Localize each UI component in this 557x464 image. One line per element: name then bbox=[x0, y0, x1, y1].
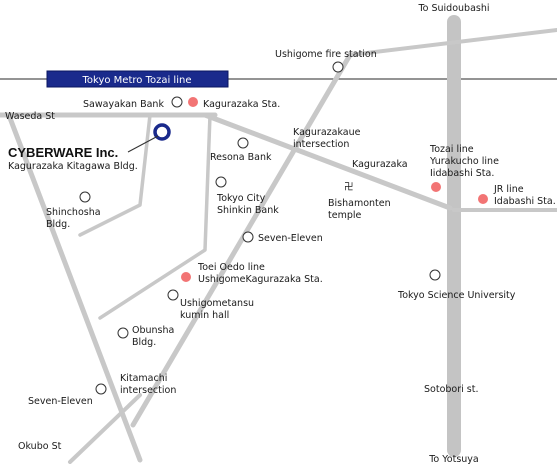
shinchosha-label-2: Bldg. bbox=[46, 219, 70, 230]
resona-dot[interactable] bbox=[237, 137, 249, 149]
oedo-station-dot[interactable] bbox=[181, 272, 191, 282]
tozai-line-badge bbox=[46, 70, 229, 88]
ne-road bbox=[348, 28, 557, 57]
sawayakan-label: Sawayakan Bank bbox=[83, 99, 164, 110]
bishamonten-label-1: Bishamonten bbox=[328, 198, 391, 209]
tokyo-science-dot[interactable] bbox=[429, 269, 441, 281]
kagurazakaue-label-2: intersection bbox=[293, 139, 349, 150]
kitamachi-label-2: intersection bbox=[120, 385, 176, 396]
seven-eleven-1-dot[interactable] bbox=[242, 231, 254, 243]
tokyo-city-label-1: Tokyo City bbox=[216, 193, 266, 204]
kagurazaka-station-dot[interactable] bbox=[188, 97, 198, 107]
kagurazaka-station-label: Kagurazaka Sta. bbox=[203, 99, 280, 110]
oedo-label-2: UshigomeKagurazaka Sta. bbox=[198, 274, 323, 285]
kitamachi-label-1: Kitamachi bbox=[120, 373, 167, 384]
tozai-line-label: Tokyo Metro Tozai line bbox=[82, 75, 192, 86]
obunsha-label-1: Obunsha bbox=[132, 325, 174, 336]
okubo-street bbox=[68, 393, 142, 464]
jr-label-2: Idabashi Sta. bbox=[494, 196, 556, 207]
tokyo-city-label-2: Shinkin Bank bbox=[217, 205, 279, 216]
seven-eleven-2-label: Seven-Eleven bbox=[28, 396, 93, 407]
shinchosha-dot[interactable] bbox=[79, 191, 91, 203]
to-yotsuya-label: To Yotsuya bbox=[428, 454, 479, 464]
oedo-label-1: Toei Oedo line bbox=[197, 262, 265, 273]
waseda-street-label: Waseda St bbox=[5, 111, 55, 122]
fire-station-label: Ushigome fire station bbox=[275, 49, 377, 60]
sawayakan-dot[interactable] bbox=[171, 96, 183, 108]
resona-label: Resona Bank bbox=[210, 152, 272, 163]
company-marker[interactable] bbox=[153, 123, 171, 141]
fire-station-dot[interactable] bbox=[332, 61, 344, 73]
kagurazaka-street bbox=[202, 112, 453, 211]
ushigometansu-dot[interactable] bbox=[167, 289, 179, 301]
inner-road bbox=[98, 113, 212, 320]
jr-label-1: JR line bbox=[493, 184, 524, 195]
sotobori-label: Sotobori st. bbox=[424, 384, 478, 395]
tokyo-science-label: Tokyo Science University bbox=[397, 290, 516, 301]
iidabashi-station-dot[interactable] bbox=[431, 182, 441, 192]
company-name: CYBERWARE Inc. bbox=[8, 145, 118, 160]
company-building: Kagurazaka Kitagawa Bldg. bbox=[8, 161, 138, 172]
iidabashi-label-1: Tozai line bbox=[429, 144, 474, 155]
to-suidoubashi-label: To Suidoubashi bbox=[417, 3, 489, 14]
iidabashi-label-3: Iidabashi Sta. bbox=[430, 168, 494, 179]
obunsha-dot[interactable] bbox=[117, 327, 129, 339]
tokyo-city-dot[interactable] bbox=[215, 176, 227, 188]
okubo-street-label: Okubo St bbox=[18, 441, 62, 452]
kagurazakaue-label-1: Kagurazakaue bbox=[293, 127, 361, 138]
obunsha-label-2: Bldg. bbox=[132, 337, 156, 348]
company-leader-line bbox=[127, 135, 159, 153]
temple-icon: 卍 bbox=[344, 182, 354, 193]
seven-eleven-2-dot[interactable] bbox=[95, 383, 107, 395]
iidabashi-label-2: Yurakucho line bbox=[429, 156, 499, 167]
side-road-shinchosha bbox=[78, 113, 152, 237]
ushigome-diagonal-road bbox=[130, 52, 353, 428]
seven-eleven-1-label: Seven-Eleven bbox=[258, 233, 323, 244]
ushigometansu-label-2: kumin hall bbox=[180, 310, 229, 321]
shinchosha-label-1: Shinchosha bbox=[46, 207, 101, 218]
kagurazaka-street-label: Kagurazaka bbox=[352, 159, 408, 170]
okubo-direction-road bbox=[7, 115, 143, 463]
bishamonten-label-2: temple bbox=[328, 210, 361, 221]
ushigometansu-label-1: Ushigometansu bbox=[180, 298, 254, 309]
jr-iidabashi-station-dot[interactable] bbox=[478, 194, 488, 204]
